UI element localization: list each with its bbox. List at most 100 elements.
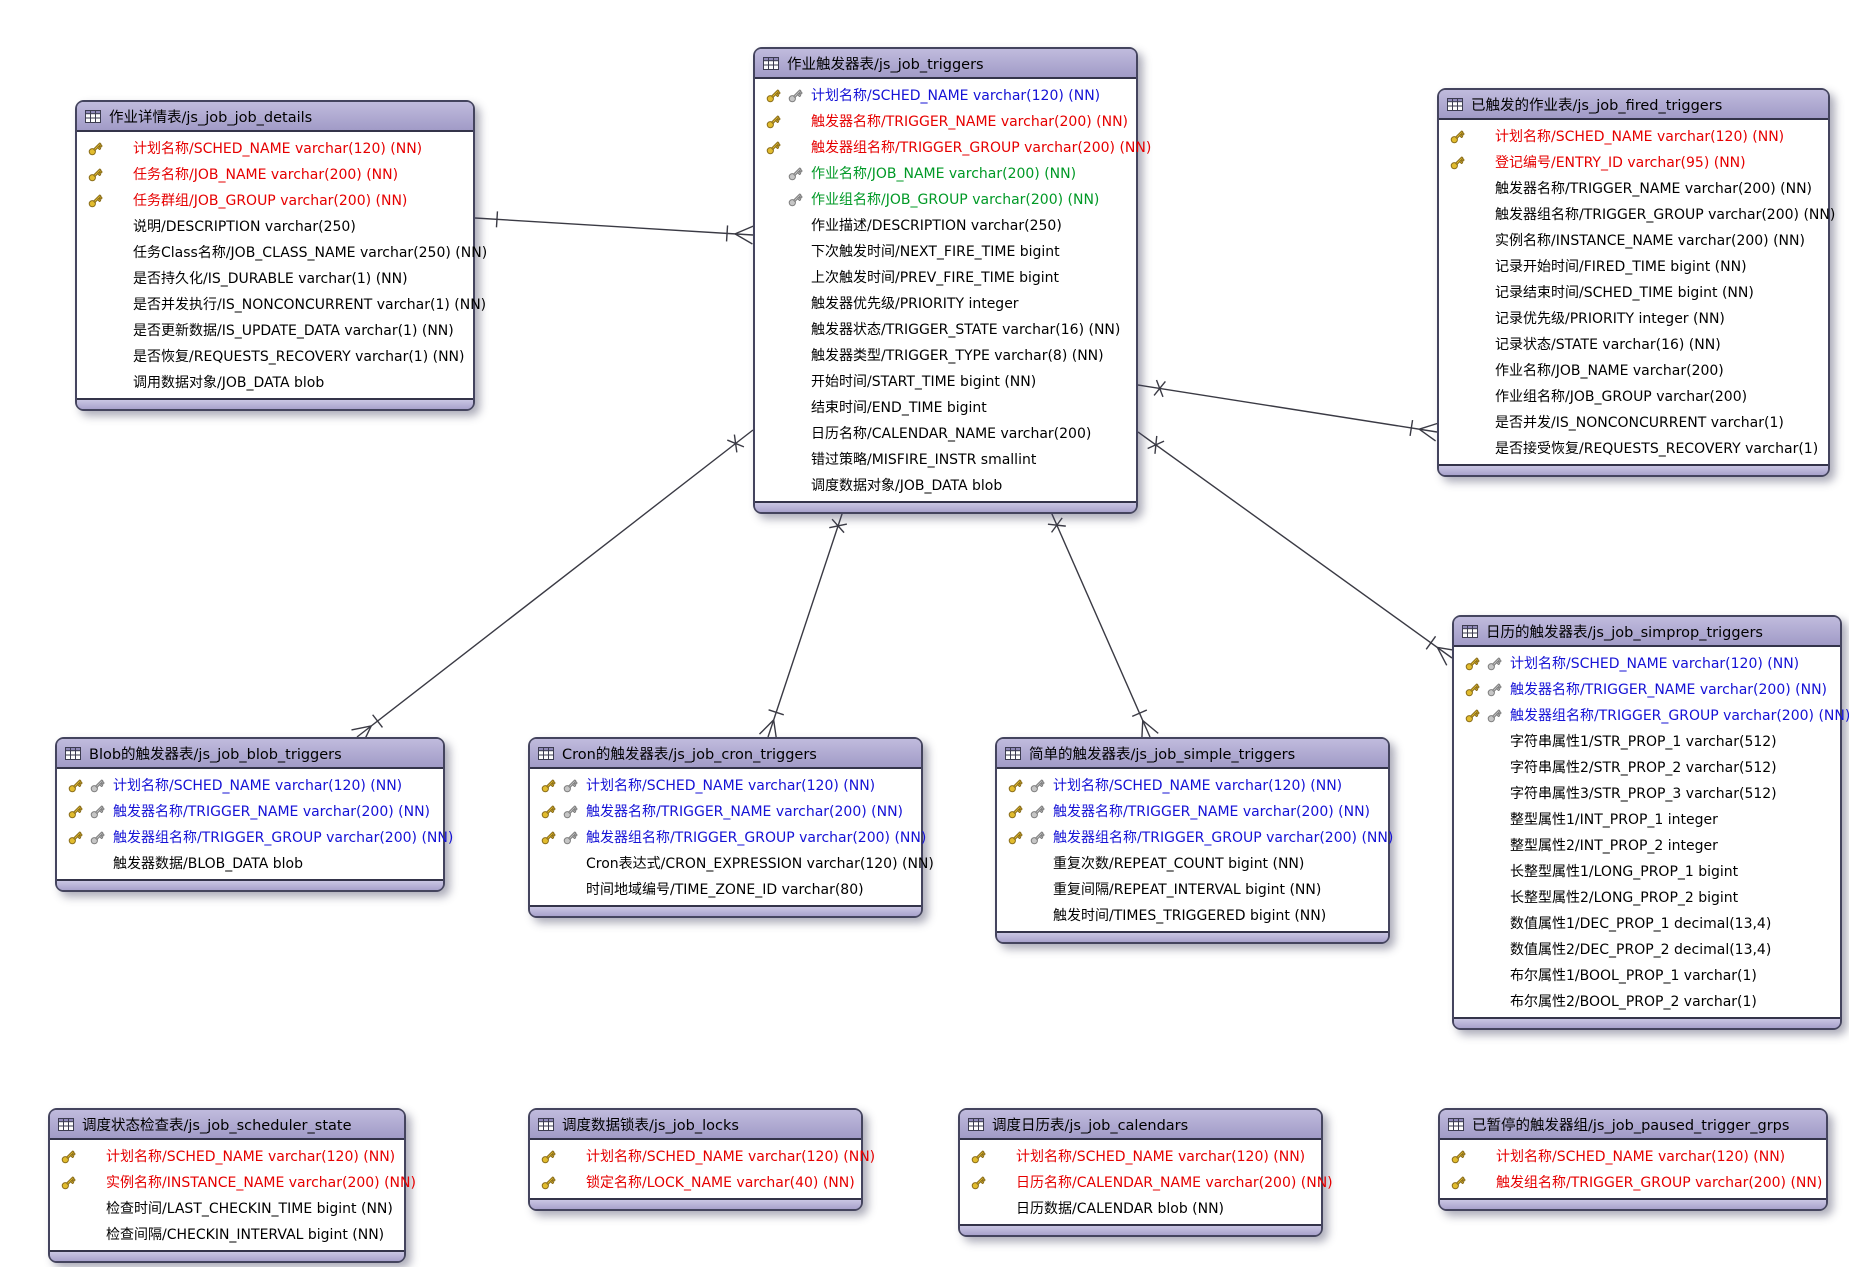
field-row[interactable]: 触发器组名称/TRIGGER_GROUP varchar(200) (NN) (755, 134, 1151, 160)
field-row[interactable]: 触发器数据/BLOB_DATA blob (57, 850, 443, 876)
field-row[interactable]: 触发器优先级/PRIORITY integer (755, 290, 1136, 316)
field-row[interactable]: 计划名称/SCHED_NAME varchar(120) (NN) (530, 772, 921, 798)
field-row[interactable]: 计划名称/SCHED_NAME varchar(120) (NN) (960, 1143, 1321, 1169)
field-row[interactable]: 任务Class名称/JOB_CLASS_NAME varchar(250) (N… (77, 239, 487, 265)
field-row[interactable]: 布尔属性2/BOOL_PROP_2 varchar(1) (1454, 988, 1840, 1014)
field-row[interactable]: 作业名称/JOB_NAME varchar(200) (NN) (755, 160, 1136, 186)
field-row[interactable]: 数值属性1/DEC_PROP_1 decimal(13,4) (1454, 910, 1840, 936)
table-header[interactable]: 作业详情表/js_job_job_details (77, 102, 473, 132)
field-row[interactable]: 实例名称/INSTANCE_NAME varchar(200) (NN) (1439, 227, 1828, 253)
field-row[interactable]: 检查时间/LAST_CHECKIN_TIME bigint (NN) (50, 1195, 404, 1221)
field-row[interactable]: 计划名称/SCHED_NAME varchar(120) (NN) (997, 772, 1388, 798)
table-header[interactable]: 调度日历表/js_job_calendars (960, 1110, 1321, 1140)
field-row[interactable]: 作业描述/DESCRIPTION varchar(250) (755, 212, 1136, 238)
field-row[interactable]: 触发时间/TIMES_TRIGGERED bigint (NN) (997, 902, 1388, 928)
field-row[interactable]: 是否恢复/REQUESTS_RECOVERY varchar(1) (NN) (77, 343, 473, 369)
field-row[interactable]: 是否更新数据/IS_UPDATE_DATA varchar(1) (NN) (77, 317, 473, 343)
entity-table-js_job_paused_trigger_grps[interactable]: 已暂停的触发器组/js_job_paused_trigger_grps 计划名称/… (1438, 1108, 1828, 1211)
field-row[interactable]: 整型属性1/INT_PROP_1 integer (1454, 806, 1840, 832)
field-row[interactable]: 计划名称/SCHED_NAME varchar(120) (NN) (1440, 1143, 1826, 1169)
field-row[interactable]: 说明/DESCRIPTION varchar(250) (77, 213, 473, 239)
field-row[interactable]: 触发器名称/TRIGGER_NAME varchar(200) (NN) (997, 798, 1388, 824)
field-row[interactable]: 字符串属性2/STR_PROP_2 varchar(512) (1454, 754, 1840, 780)
field-row[interactable]: 计划名称/SCHED_NAME varchar(120) (NN) (50, 1143, 404, 1169)
field-row[interactable]: 日历数据/CALENDAR blob (NN) (960, 1195, 1321, 1221)
table-header[interactable]: 调度状态检查表/js_job_scheduler_state (50, 1110, 404, 1140)
field-row[interactable]: Cron表达式/CRON_EXPRESSION varchar(120) (NN… (530, 850, 934, 876)
field-row[interactable]: 任务名称/JOB_NAME varchar(200) (NN) (77, 161, 473, 187)
field-row[interactable]: 触发组名称/TRIGGER_GROUP varchar(200) (NN) (1440, 1169, 1826, 1195)
field-row[interactable]: 长整型属性1/LONG_PROP_1 bigint (1454, 858, 1840, 884)
entity-table-js_job_fired_triggers[interactable]: 已触发的作业表/js_job_fired_triggers 计划名称/SCHED_… (1437, 88, 1835, 477)
field-row[interactable]: 触发器类型/TRIGGER_TYPE varchar(8) (NN) (755, 342, 1136, 368)
field-row[interactable]: 记录状态/STATE varchar(16) (NN) (1439, 331, 1828, 357)
table-header[interactable]: Blob的触发器表/js_job_blob_triggers (57, 739, 443, 769)
field-row[interactable]: 调度数据对象/JOB_DATA blob (755, 472, 1136, 498)
field-row[interactable]: 触发器组名称/TRIGGER_GROUP varchar(200) (NN) (57, 824, 453, 850)
field-row[interactable]: 实例名称/INSTANCE_NAME varchar(200) (NN) (50, 1169, 416, 1195)
field-row[interactable]: 计划名称/SCHED_NAME varchar(120) (NN) (77, 135, 473, 161)
entity-table-js_job_cron_triggers[interactable]: Cron的触发器表/js_job_cron_triggers 计划名称/SCHED… (528, 737, 934, 918)
entity-table-js_job_scheduler_state[interactable]: 调度状态检查表/js_job_scheduler_state 计划名称/SCHED… (48, 1108, 416, 1263)
field-row[interactable]: 登记编号/ENTRY_ID varchar(95) (NN) (1439, 149, 1828, 175)
field-row[interactable]: 触发器组名称/TRIGGER_GROUP varchar(200) (NN) (1454, 702, 1849, 728)
field-row[interactable]: 字符串属性3/STR_PROP_3 varchar(512) (1454, 780, 1840, 806)
field-row[interactable]: 任务群组/JOB_GROUP varchar(200) (NN) (77, 187, 473, 213)
entity-table-js_job_locks[interactable]: 调度数据锁表/js_job_locks 计划名称/SCHED_NAME varch… (528, 1108, 875, 1211)
field-row[interactable]: 触发器状态/TRIGGER_STATE varchar(16) (NN) (755, 316, 1136, 342)
field-row[interactable]: 记录优先级/PRIORITY integer (NN) (1439, 305, 1828, 331)
field-row[interactable]: 结束时间/END_TIME bigint (755, 394, 1136, 420)
field-row[interactable]: 日历名称/CALENDAR_NAME varchar(200) (NN) (960, 1169, 1333, 1195)
table-header[interactable]: 已暂停的触发器组/js_job_paused_trigger_grps (1440, 1110, 1826, 1140)
field-row[interactable]: 数值属性2/DEC_PROP_2 decimal(13,4) (1454, 936, 1840, 962)
field-row[interactable]: 是否接受恢复/REQUESTS_RECOVERY varchar(1) (1439, 435, 1828, 461)
field-row[interactable]: 锁定名称/LOCK_NAME varchar(40) (NN) (530, 1169, 861, 1195)
field-row[interactable]: 重复间隔/REPEAT_INTERVAL bigint (NN) (997, 876, 1388, 902)
field-row[interactable]: 布尔属性1/BOOL_PROP_1 varchar(1) (1454, 962, 1840, 988)
field-row[interactable]: 日历名称/CALENDAR_NAME varchar(200) (755, 420, 1136, 446)
field-row[interactable]: 是否并发执行/IS_NONCONCURRENT varchar(1) (NN) (77, 291, 486, 317)
field-row[interactable]: 整型属性2/INT_PROP_2 integer (1454, 832, 1840, 858)
field-row[interactable]: 触发器组名称/TRIGGER_GROUP varchar(200) (NN) (530, 824, 926, 850)
table-header[interactable]: 日历的触发器表/js_job_simprop_triggers (1454, 617, 1840, 647)
entity-table-js_job_simple_triggers[interactable]: 简单的触发器表/js_job_simple_triggers 计划名称/SCHED… (995, 737, 1393, 944)
field-row[interactable]: 触发器组名称/TRIGGER_GROUP varchar(200) (NN) (1439, 201, 1835, 227)
entity-table-js_job_triggers[interactable]: 作业触发器表/js_job_triggers 计划名称/SCHED_NAME va… (753, 47, 1151, 514)
field-row[interactable]: 错过策略/MISFIRE_INSTR smallint (755, 446, 1136, 472)
field-row[interactable]: 计划名称/SCHED_NAME varchar(120) (NN) (755, 82, 1136, 108)
field-row[interactable]: 计划名称/SCHED_NAME varchar(120) (NN) (1439, 123, 1828, 149)
field-row[interactable]: 计划名称/SCHED_NAME varchar(120) (NN) (57, 772, 443, 798)
field-row[interactable]: 记录结束时间/SCHED_TIME bigint (NN) (1439, 279, 1828, 305)
field-row[interactable]: 时间地域编号/TIME_ZONE_ID varchar(80) (530, 876, 921, 902)
field-row[interactable]: 是否并发/IS_NONCONCURRENT varchar(1) (1439, 409, 1828, 435)
table-header[interactable]: 调度数据锁表/js_job_locks (530, 1110, 861, 1140)
field-row[interactable]: 记录开始时间/FIRED_TIME bigint (NN) (1439, 253, 1828, 279)
field-row[interactable]: 调用数据对象/JOB_DATA blob (77, 369, 473, 395)
table-header[interactable]: Cron的触发器表/js_job_cron_triggers (530, 739, 921, 769)
field-row[interactable]: 计划名称/SCHED_NAME varchar(120) (NN) (1454, 650, 1840, 676)
entity-table-js_job_blob_triggers[interactable]: Blob的触发器表/js_job_blob_triggers 计划名称/SCHED… (55, 737, 453, 892)
field-row[interactable]: 是否持久化/IS_DURABLE varchar(1) (NN) (77, 265, 473, 291)
field-row[interactable]: 开始时间/START_TIME bigint (NN) (755, 368, 1136, 394)
field-row[interactable]: 检查间隔/CHECKIN_INTERVAL bigint (NN) (50, 1221, 404, 1247)
field-row[interactable]: 触发器组名称/TRIGGER_GROUP varchar(200) (NN) (997, 824, 1393, 850)
field-row[interactable]: 作业名称/JOB_NAME varchar(200) (1439, 357, 1828, 383)
field-row[interactable]: 下次触发时间/NEXT_FIRE_TIME bigint (755, 238, 1136, 264)
field-row[interactable]: 字符串属性1/STR_PROP_1 varchar(512) (1454, 728, 1840, 754)
table-header[interactable]: 作业触发器表/js_job_triggers (755, 49, 1136, 79)
entity-table-js_job_job_details[interactable]: 作业详情表/js_job_job_details 计划名称/SCHED_NAME … (75, 100, 487, 411)
field-row[interactable]: 触发器名称/TRIGGER_NAME varchar(200) (NN) (755, 108, 1136, 134)
field-row[interactable]: 上次触发时间/PREV_FIRE_TIME bigint (755, 264, 1136, 290)
field-row[interactable]: 触发器名称/TRIGGER_NAME varchar(200) (NN) (1454, 676, 1840, 702)
field-row[interactable]: 触发器名称/TRIGGER_NAME varchar(200) (NN) (1439, 175, 1828, 201)
field-row[interactable]: 作业组名称/JOB_GROUP varchar(200) (1439, 383, 1828, 409)
field-row[interactable]: 触发器名称/TRIGGER_NAME varchar(200) (NN) (530, 798, 921, 824)
field-row[interactable]: 长整型属性2/LONG_PROP_2 bigint (1454, 884, 1840, 910)
table-header[interactable]: 简单的触发器表/js_job_simple_triggers (997, 739, 1388, 769)
field-row[interactable]: 重复次数/REPEAT_COUNT bigint (NN) (997, 850, 1388, 876)
table-header[interactable]: 已触发的作业表/js_job_fired_triggers (1439, 90, 1828, 120)
entity-table-js_job_calendars[interactable]: 调度日历表/js_job_calendars 计划名称/SCHED_NAME va… (958, 1108, 1333, 1237)
field-row[interactable]: 计划名称/SCHED_NAME varchar(120) (NN) (530, 1143, 875, 1169)
field-row[interactable]: 作业组名称/JOB_GROUP varchar(200) (NN) (755, 186, 1136, 212)
field-row[interactable]: 触发器名称/TRIGGER_NAME varchar(200) (NN) (57, 798, 443, 824)
